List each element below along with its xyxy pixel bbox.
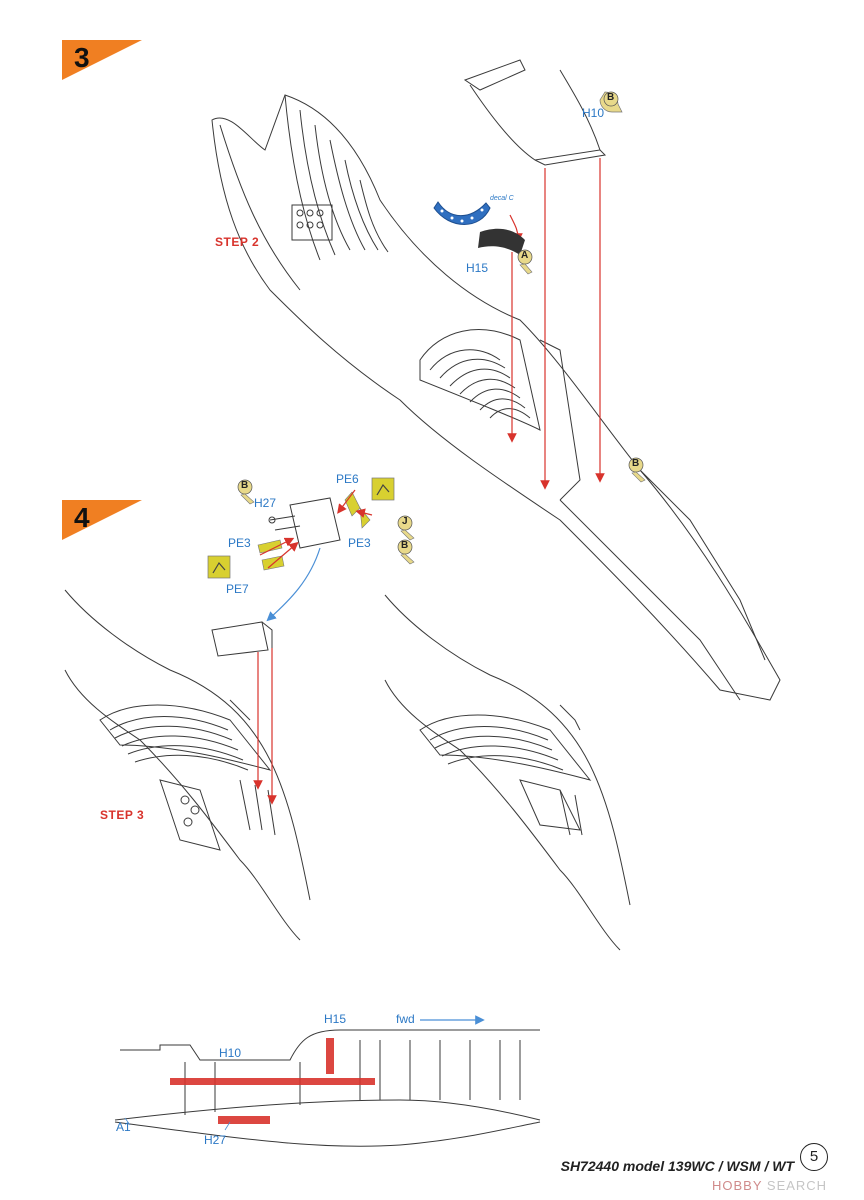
step-number-4: 4 <box>74 502 90 533</box>
label-h10: H10 <box>582 106 605 120</box>
leader-lines <box>124 1117 231 1131</box>
cross-section-highlights <box>170 1038 375 1124</box>
assembly-arrows-step4 <box>253 489 373 805</box>
label-decal-c: decal C <box>490 195 514 202</box>
sprue-tag-j-letter: J <box>402 516 408 527</box>
fuselage-step3 <box>211 94 781 701</box>
model-footer: SH72440 model 139WC / WSM / WT <box>560 1158 794 1174</box>
part-h10 <box>463 59 607 166</box>
sprue-tag-h10 <box>599 91 623 113</box>
watermark-brand: HOBBY <box>712 1178 763 1193</box>
detail-label-h15: H15 <box>324 1012 347 1026</box>
sprue-tag-j <box>397 515 415 541</box>
label-pe3-left: PE3 <box>228 536 251 550</box>
label-h15: H15 <box>466 261 489 275</box>
page-number: 5 <box>800 1143 828 1171</box>
assembly-arrows-step3 <box>507 158 605 490</box>
part-h15 <box>433 201 525 255</box>
watermark: HOBBY SEARCH <box>712 1178 827 1193</box>
sprue-tag-b-pe-letter: B <box>401 540 409 551</box>
label-pe7: PE7 <box>226 582 249 596</box>
fuselage-step4-right <box>384 594 631 951</box>
step2-reference: STEP 2 <box>215 235 260 249</box>
sprue-tag-h27 <box>237 479 255 505</box>
step3-reference: STEP 3 <box>100 808 145 822</box>
watermark-rest: SEARCH <box>762 1178 828 1193</box>
sprue-tag-h27-letter: B <box>241 480 249 491</box>
blue-curve-arrow <box>266 547 321 622</box>
sprue-tag-fuselage <box>628 457 646 483</box>
sprue-tag-fuselage-letter: B <box>632 458 640 469</box>
pe-fret-icon-lower <box>207 555 231 579</box>
sprue-tag-h10-letter: B <box>607 92 615 103</box>
sprue-tag-h15-letter: A <box>521 250 529 261</box>
sprue-tag-b-pe <box>397 539 415 565</box>
label-pe3-right: PE3 <box>348 536 371 550</box>
cross-section-detail <box>114 1029 541 1147</box>
step-number-3: 3 <box>74 42 90 73</box>
part-h27 <box>211 497 341 657</box>
fuselage-step4-left <box>64 589 311 941</box>
label-h27: H27 <box>254 496 277 510</box>
sprue-tag-h15 <box>517 249 533 275</box>
detail-label-h10: H10 <box>219 1046 242 1060</box>
fwd-label: fwd <box>396 1012 415 1026</box>
detail-label-a1: A1 <box>116 1120 131 1134</box>
detail-label-h27: H27 <box>204 1133 227 1147</box>
label-pe6: PE6 <box>336 472 359 486</box>
pe-fret-icon-upper <box>371 477 395 501</box>
